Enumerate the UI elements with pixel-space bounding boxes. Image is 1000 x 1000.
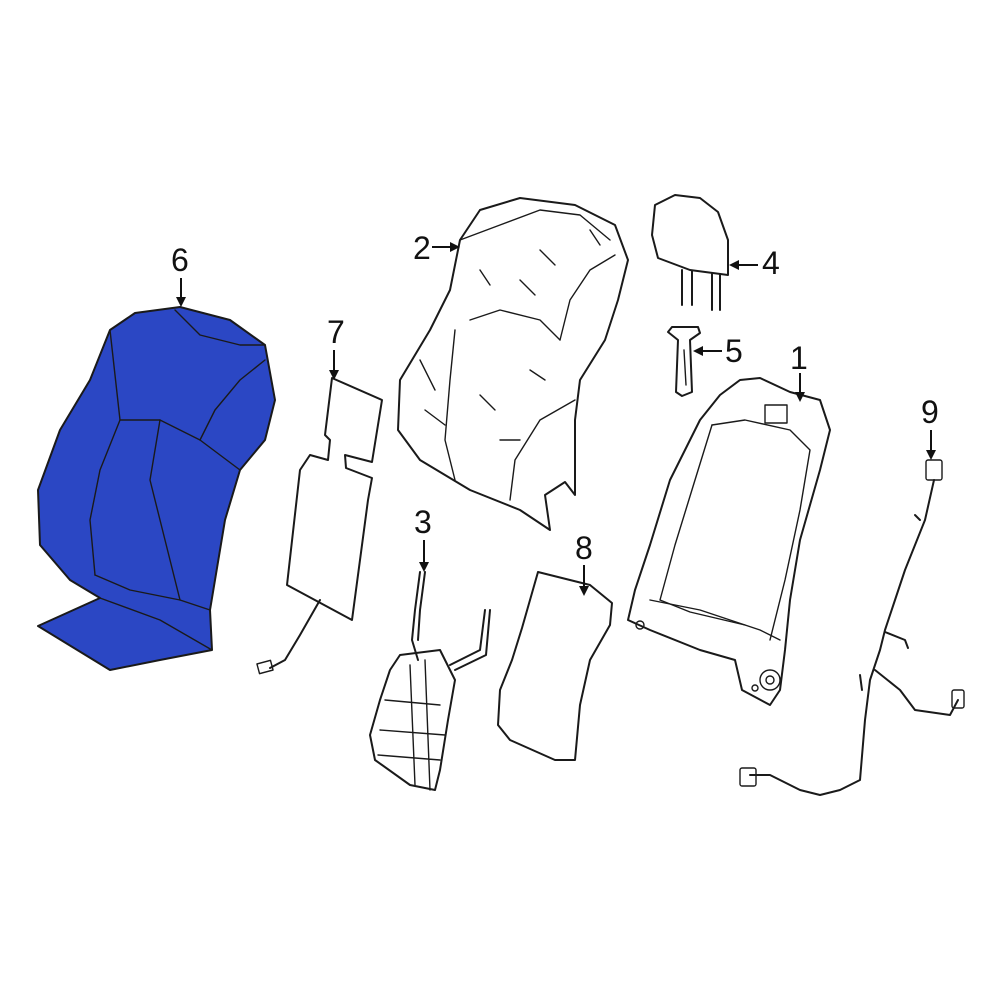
headrest-guide-part[interactable] <box>667 326 701 397</box>
seat-back-frame-part[interactable] <box>627 377 831 706</box>
headrest-part[interactable] <box>651 194 729 311</box>
callout-7[interactable]: 7 <box>327 314 345 380</box>
callout-9[interactable]: 9 <box>921 394 939 460</box>
callout-3[interactable]: 3 <box>414 504 432 572</box>
callout-label-1: 1 <box>790 340 808 376</box>
seat-pad-insert-part[interactable] <box>497 571 613 761</box>
callout-6[interactable]: 6 <box>171 242 189 307</box>
callout-label-5: 5 <box>725 333 743 369</box>
callout-label-3: 3 <box>414 504 432 540</box>
callout-label-4: 4 <box>762 245 780 281</box>
callout-label-6: 6 <box>171 242 189 278</box>
callout-5[interactable]: 5 <box>693 333 743 369</box>
callout-2[interactable]: 2 <box>413 230 460 266</box>
callout-label-9: 9 <box>921 394 939 430</box>
seat-back-cover-part[interactable] <box>37 306 276 671</box>
callout-8[interactable]: 8 <box>575 530 593 596</box>
callout-1[interactable]: 1 <box>790 340 808 402</box>
wire-harness-part[interactable] <box>739 459 965 796</box>
callout-label-8: 8 <box>575 530 593 566</box>
heater-element-part[interactable] <box>256 377 383 675</box>
seat-back-pad-part[interactable] <box>397 197 629 531</box>
callout-label-7: 7 <box>327 314 345 350</box>
callout-4[interactable]: 4 <box>729 245 780 281</box>
lumbar-support-part[interactable] <box>369 571 491 791</box>
callout-label-2: 2 <box>413 230 431 266</box>
